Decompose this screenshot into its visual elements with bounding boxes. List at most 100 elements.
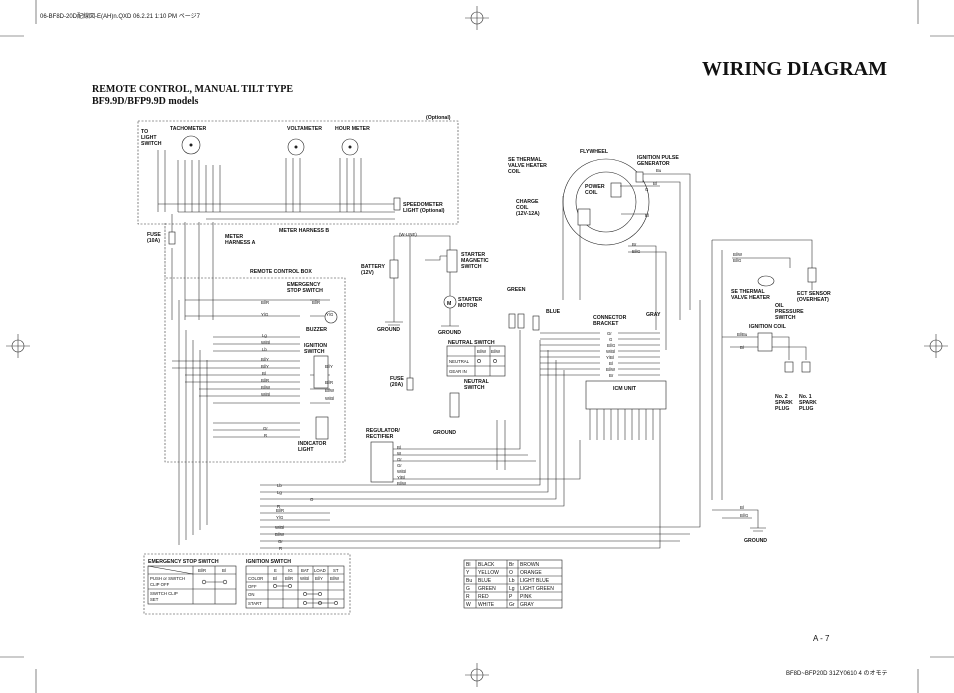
svg-text:COIL: COIL bbox=[508, 169, 521, 175]
svg-text:STOP SWITCH: STOP SWITCH bbox=[287, 288, 323, 294]
neutral-switch-symbol bbox=[449, 392, 460, 418]
ignition-switch-label: IGNITION bbox=[304, 343, 327, 349]
svg-text:MAGNETIC: MAGNETIC bbox=[461, 258, 489, 264]
w-line-label: (W-LINE) bbox=[399, 232, 417, 237]
ignition-coil-wires bbox=[722, 336, 807, 360]
battery-wiring bbox=[385, 235, 459, 380]
svg-text:YELLOW: YELLOW bbox=[478, 570, 499, 576]
no1-spark-plug-symbol bbox=[801, 361, 811, 373]
svg-text:VALVE HEATER: VALVE HEATER bbox=[731, 295, 770, 301]
svg-text:Bu: Bu bbox=[466, 578, 472, 584]
ground-label-right: GROUND bbox=[744, 538, 767, 544]
svg-text:SWITCH: SWITCH bbox=[464, 385, 485, 391]
voltameter-label: VOLTAMETER bbox=[287, 126, 322, 132]
hour-meter-label: HOUR METER bbox=[335, 126, 370, 132]
svg-text:PLUG: PLUG bbox=[775, 406, 789, 412]
svg-text:Y/G: Y/G bbox=[326, 312, 334, 317]
page-title: WIRING DIAGRAM bbox=[702, 58, 887, 80]
svg-text:Bl/R: Bl/R bbox=[285, 576, 293, 581]
fuse-10a bbox=[168, 231, 176, 245]
to-light-switch-label: TO bbox=[141, 129, 148, 135]
svg-text:COIL: COIL bbox=[516, 205, 529, 211]
svg-text:ST: ST bbox=[333, 568, 339, 573]
svg-text:LOAD: LOAD bbox=[314, 568, 326, 573]
indicator-light-block bbox=[315, 416, 329, 440]
no1-spark-plug-label: No. 1 bbox=[799, 394, 812, 400]
svg-text:G: G bbox=[609, 337, 613, 342]
svg-text:W/Bl: W/Bl bbox=[261, 340, 270, 345]
svg-text:Y/Bl: Y/Bl bbox=[606, 355, 614, 360]
se-thermal-valve-heater-symbol bbox=[757, 275, 775, 287]
svg-text:Bl/R: Bl/R bbox=[312, 300, 320, 305]
svg-text:Bl/R: Bl/R bbox=[261, 378, 269, 383]
svg-text:Bl/Bu: Bl/Bu bbox=[737, 332, 748, 337]
svg-text:R: R bbox=[279, 546, 282, 551]
svg-text:PLUG: PLUG bbox=[799, 406, 813, 412]
svg-text:W/Bl: W/Bl bbox=[606, 349, 615, 354]
charge-coil-symbol bbox=[577, 208, 591, 226]
svg-text:W/Bl: W/Bl bbox=[261, 392, 270, 397]
svg-text:SWITCH: SWITCH bbox=[304, 349, 325, 355]
remote-control-wiring bbox=[172, 299, 330, 438]
svg-text:SWITCH: SWITCH bbox=[141, 141, 162, 147]
switch-tables-area bbox=[143, 553, 351, 615]
meter-wiring bbox=[157, 150, 395, 320]
svg-text:Br: Br bbox=[632, 242, 637, 247]
right-harness bbox=[711, 239, 813, 500]
indicator-light-label: INDICATOR bbox=[298, 441, 327, 447]
svg-text:Bl: Bl bbox=[273, 576, 277, 581]
estop-table-title: EMERGENCY STOP SWITCH bbox=[148, 559, 219, 565]
ground-label-neutral: GROUND bbox=[433, 430, 456, 436]
svg-text:PUSH or SWITCH: PUSH or SWITCH bbox=[150, 576, 185, 581]
svg-text:R: R bbox=[264, 433, 267, 438]
svg-text:Bl/W: Bl/W bbox=[261, 385, 271, 390]
svg-text:W: W bbox=[397, 451, 402, 456]
page-number: A - 7 bbox=[813, 634, 830, 643]
buzzer-label: BUZZER bbox=[306, 327, 327, 333]
ground-label-battery: GROUND bbox=[377, 327, 400, 333]
svg-text:Lg: Lg bbox=[277, 490, 282, 495]
neutral-row: NEUTRAL bbox=[449, 359, 470, 364]
svg-text:Bl/R: Bl/R bbox=[198, 568, 206, 573]
oil-pressure-switch-label: OIL bbox=[775, 303, 784, 309]
svg-text:(12V-12A): (12V-12A) bbox=[516, 211, 540, 217]
svg-text:Gr: Gr bbox=[607, 331, 612, 336]
green-connector-label: GREEN bbox=[507, 287, 526, 293]
main-harness-runs bbox=[178, 300, 701, 549]
svg-text:Y/G: Y/G bbox=[276, 515, 284, 520]
emergency-stop-switch-label: EMERGENCY bbox=[287, 282, 321, 288]
svg-text:W/Bl: W/Bl bbox=[397, 469, 406, 474]
svg-text:MOTOR: MOTOR bbox=[458, 303, 477, 309]
battery-symbol bbox=[389, 259, 399, 279]
svg-text:LIGHT (Optional): LIGHT (Optional) bbox=[403, 208, 445, 214]
svg-text:GREEN: GREEN bbox=[478, 586, 496, 592]
svg-text:LIGHT GREEN: LIGHT GREEN bbox=[520, 586, 554, 592]
svg-text:Bl/G: Bl/G bbox=[733, 258, 742, 263]
svg-text:W/Bl: W/Bl bbox=[325, 396, 334, 401]
svg-text:Gr: Gr bbox=[509, 602, 515, 608]
svg-text:LIGHT: LIGHT bbox=[298, 447, 314, 453]
svg-text:Bl/W: Bl/W bbox=[275, 532, 285, 537]
svg-text:BLUE: BLUE bbox=[478, 578, 492, 584]
svg-text:Bl/R: Bl/R bbox=[276, 508, 284, 513]
flywheel-label: FLYWHEEL bbox=[580, 149, 609, 155]
svg-text:PINK: PINK bbox=[520, 594, 532, 600]
svg-text:Bl/Y: Bl/Y bbox=[261, 357, 269, 362]
ect-sensor-symbol bbox=[807, 267, 817, 283]
svg-text:Br: Br bbox=[509, 562, 514, 568]
svg-text:Lg: Lg bbox=[262, 333, 267, 338]
regulator-wire-codes: Bl W Gr Gr W/Bl Y/Bl Bl/W bbox=[397, 445, 407, 486]
meter-harness-b-label: METER HARNESS B bbox=[279, 228, 329, 234]
svg-text:Bl/R: Bl/R bbox=[261, 300, 269, 305]
svg-text:(10A): (10A) bbox=[147, 238, 160, 244]
svg-text:PRESSURE: PRESSURE bbox=[775, 309, 804, 315]
svg-text:Bl/W: Bl/W bbox=[325, 388, 335, 393]
svg-text:Lb: Lb bbox=[509, 578, 515, 584]
ignition-switch-block bbox=[313, 355, 329, 389]
bottom-wire-codes: Lb Lg O R Bl/R Y/G W/Bl Bl/W Gr R bbox=[275, 483, 314, 551]
svg-text:BLACK: BLACK bbox=[478, 562, 495, 568]
svg-text:Bl/W: Bl/W bbox=[477, 349, 487, 354]
ign-table: E IG BAT LOAD ST COLOR Bl Bl/R W/Bl Bl/Y… bbox=[245, 565, 345, 609]
regulator-rectifier-label: REGULATOR/ bbox=[366, 428, 400, 434]
